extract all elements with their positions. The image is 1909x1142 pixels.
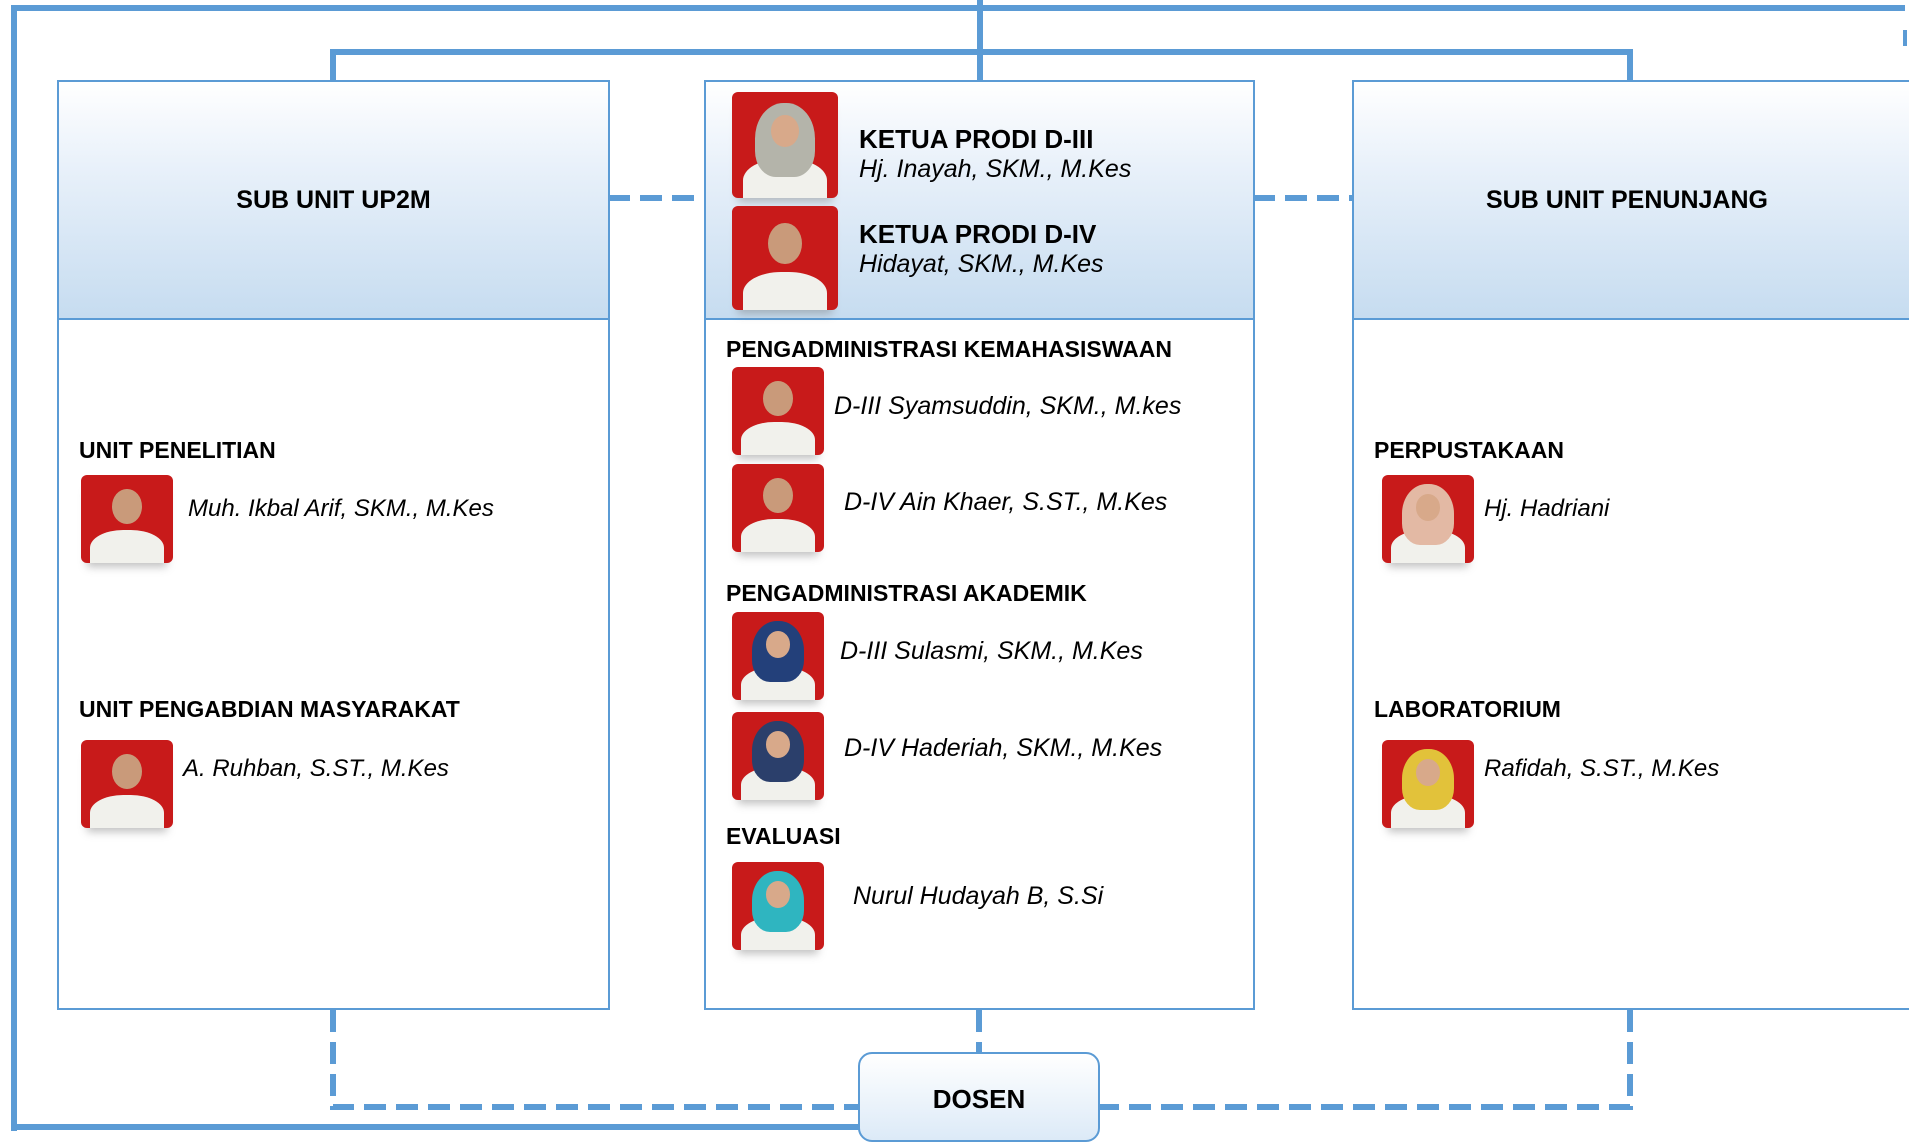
person-photo [732, 464, 824, 552]
prodi-header: KETUA PRODI D-III Hj. Inayah, SKM., M.Ke… [706, 82, 1253, 320]
sub-unit-penunjang-box: SUB UNIT PENUNJANG PERPUSTAKAAN Hj. Hadr… [1352, 80, 1909, 1010]
section-label: PENGADMINISTRASI AKADEMIK [726, 580, 1087, 606]
person-photo [81, 740, 173, 828]
sub-unit-penunjang-header: SUB UNIT PENUNJANG [1354, 82, 1909, 320]
person-name: Muh. Ikbal Arif, SKM., M.Kes [188, 495, 494, 522]
person-photo [732, 712, 824, 800]
person-name: D-III Syamsuddin, SKM., M.kes [834, 392, 1182, 420]
person-photo [1382, 740, 1474, 828]
person-name: D-III Sulasmi, SKM., M.Kes [840, 637, 1143, 665]
person-name: D-IV Ain Khaer, S.ST., M.Kes [844, 488, 1168, 516]
head-title: KETUA PRODI D-IV [859, 219, 1097, 249]
person-name: D-IV Haderiah, SKM., M.Kes [844, 734, 1163, 762]
sub-unit-up2m-box: SUB UNIT UP2M UNIT PENELITIAN Muh. Ikbal… [57, 80, 610, 1010]
unit-label: PERPUSTAKAAN [1374, 437, 1564, 463]
unit-label: UNIT PENGABDIAN MASYARAKAT [79, 696, 460, 722]
person-name: Nurul Hudayah B, S.Si [853, 882, 1104, 910]
section-label: EVALUASI [726, 823, 841, 849]
person-photo [1382, 475, 1474, 563]
person-name: Rafidah, S.ST., M.Kes [1484, 755, 1720, 782]
person-photo [732, 612, 824, 700]
person-photo [732, 92, 838, 198]
head-title: KETUA PRODI D-III [859, 124, 1094, 154]
sub-unit-up2m-title: SUB UNIT UP2M [236, 185, 431, 214]
person-photo [732, 862, 824, 950]
sub-unit-penunjang-title: SUB UNIT PENUNJANG [1486, 185, 1768, 214]
dosen-box: DOSEN [858, 1052, 1100, 1142]
person-photo [81, 475, 173, 563]
prodi-box: KETUA PRODI D-III Hj. Inayah, SKM., M.Ke… [704, 80, 1255, 1010]
head-name: Hj. Inayah, SKM., M.Kes [859, 155, 1132, 183]
person-name: Hj. Hadriani [1484, 495, 1610, 522]
head-name: Hidayat, SKM., M.Kes [859, 250, 1104, 278]
sub-unit-up2m-header: SUB UNIT UP2M [59, 82, 608, 320]
person-photo [732, 367, 824, 455]
unit-label: LABORATORIUM [1374, 696, 1561, 722]
person-name: A. Ruhban, S.ST., M.Kes [183, 755, 449, 782]
section-label: PENGADMINISTRASI KEMAHASISWAAN [726, 336, 1172, 362]
person-photo [732, 206, 838, 310]
unit-label: UNIT PENELITIAN [79, 437, 276, 463]
